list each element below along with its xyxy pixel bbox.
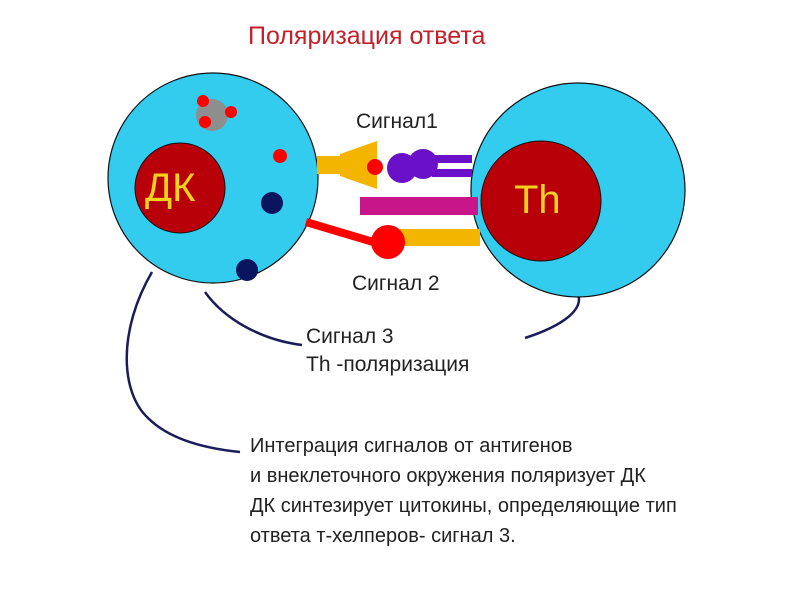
- tcr-stalk: [432, 169, 472, 177]
- red-granule: [197, 95, 209, 107]
- signal3-curve-right: [524, 293, 581, 340]
- red-granule: [199, 116, 211, 128]
- description-line: Интеграция сигналов от антигенов: [250, 435, 573, 457]
- page-title: Поляризация ответа: [248, 22, 486, 50]
- dc-label: ДК: [145, 166, 196, 210]
- costim-stalk: [304, 218, 382, 248]
- signal3-line2: Th -поляризация: [306, 353, 470, 376]
- description: Интеграция сигналов от антигенов и внекл…: [250, 431, 677, 551]
- antigen-peptide: [367, 159, 383, 175]
- description-line: ДК синтезирует цитокины, определяющие ти…: [250, 495, 677, 517]
- signal3-curve-left: [203, 291, 303, 347]
- integration-curve: [125, 271, 241, 454]
- th-nucleus: [480, 140, 602, 262]
- red-granule: [273, 149, 287, 163]
- tcr-stalk: [432, 155, 472, 163]
- navy-granule: [261, 192, 283, 214]
- navy-granule: [236, 259, 258, 281]
- signal3-label: Сигнал 3 Th -поляризация: [306, 323, 469, 379]
- costim-receptor: [400, 229, 480, 246]
- signal3-line1: Сигнал 3: [306, 325, 394, 348]
- dc-nucleus: [134, 142, 226, 234]
- costim-ligand: [371, 225, 405, 259]
- adhesion-bar: [360, 197, 478, 215]
- red-granule: [225, 106, 237, 118]
- signal2-label: Сигнал 2: [352, 272, 440, 295]
- description-line: ответа т-хелперов- сигнал 3.: [250, 525, 516, 547]
- signal1-label: Сигнал1: [356, 110, 438, 133]
- mhc-stalk: [317, 156, 345, 174]
- tcr-molecule: [408, 149, 438, 179]
- description-line: и внеклеточного окружения поляризует ДК: [250, 465, 646, 487]
- th-label: Th: [514, 178, 561, 222]
- mhc-molecule: [340, 141, 377, 189]
